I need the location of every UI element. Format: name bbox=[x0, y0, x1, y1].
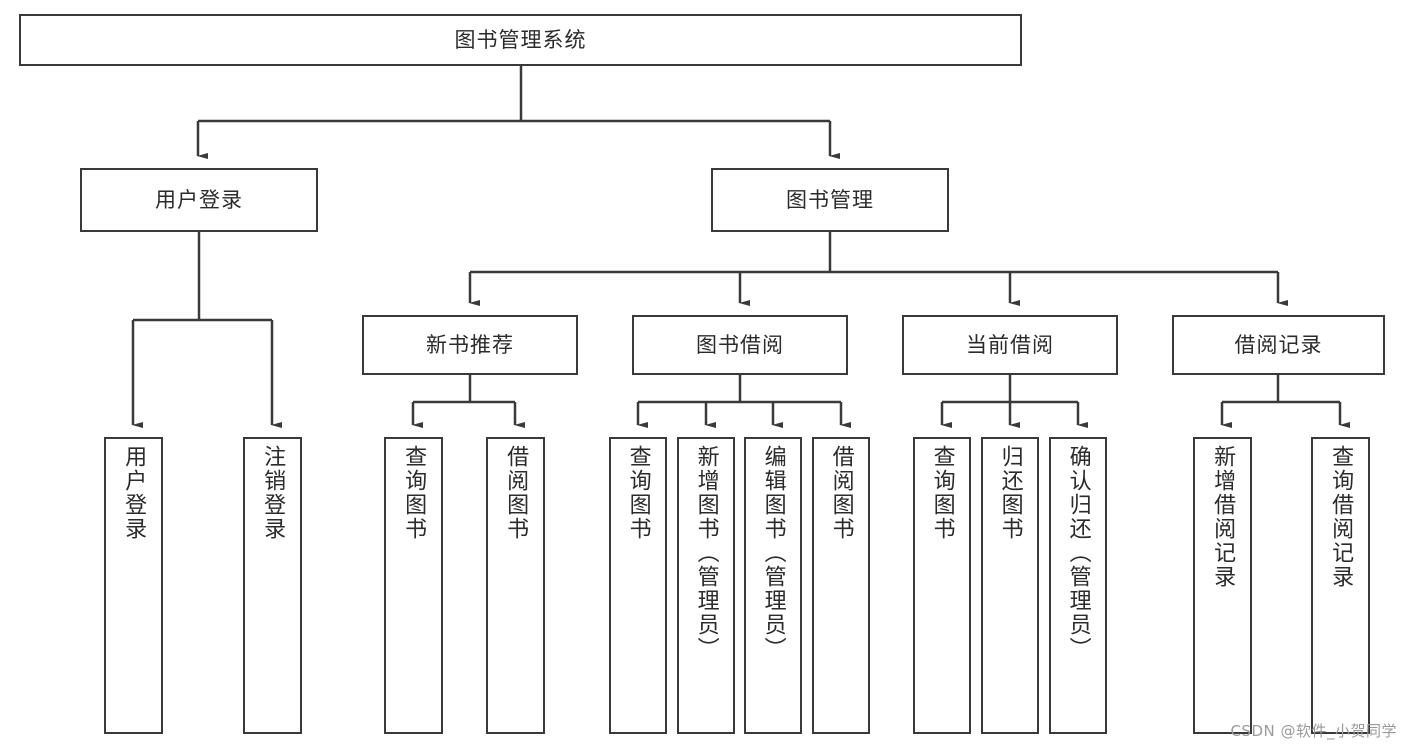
node-label: 用户登录 bbox=[121, 445, 147, 541]
node-label: 借阅记录 bbox=[1234, 332, 1323, 357]
leaf-return-book[interactable]: 归还图书 bbox=[981, 437, 1039, 734]
leaf-query-book-current[interactable]: 查询图书 bbox=[913, 437, 971, 734]
node-new-book-recommend[interactable]: 新书推荐 bbox=[362, 315, 578, 375]
leaf-query-borrow-record[interactable]: 查询借阅记录 bbox=[1311, 437, 1370, 734]
node-label: 归还图书 bbox=[997, 445, 1023, 541]
leaf-borrow-book-recommend[interactable]: 借阅图书 bbox=[486, 437, 545, 734]
leaf-logout[interactable]: 注销登录 bbox=[243, 437, 302, 734]
watermark: CSDN @软件_小贺同学 bbox=[1230, 722, 1397, 740]
node-label: 注销登录 bbox=[260, 445, 286, 541]
leaf-add-book-admin[interactable]: 新增图书（管理员） bbox=[677, 437, 735, 734]
node-borrow-record[interactable]: 借阅记录 bbox=[1172, 315, 1385, 375]
leaf-query-book-borrow[interactable]: 查询图书 bbox=[609, 437, 667, 734]
leaf-edit-book-admin[interactable]: 编辑图书（管理员） bbox=[744, 437, 802, 734]
node-book-borrow[interactable]: 图书借阅 bbox=[632, 315, 848, 375]
node-label: 借阅图书 bbox=[503, 445, 529, 541]
node-root-system[interactable]: 图书管理系统 bbox=[19, 14, 1022, 66]
node-label: 用户登录 bbox=[155, 187, 243, 212]
node-label: 查询借阅记录 bbox=[1328, 445, 1354, 589]
leaf-user-login[interactable]: 用户登录 bbox=[104, 437, 163, 734]
node-label: 图书管理系统 bbox=[454, 27, 587, 52]
node-user-login[interactable]: 用户登录 bbox=[80, 168, 318, 232]
node-label: 查询图书 bbox=[929, 445, 955, 541]
node-label: 查询图书 bbox=[625, 445, 651, 541]
node-label: 编辑图书（管理员） bbox=[760, 445, 786, 661]
node-label: 查询图书 bbox=[401, 445, 427, 541]
leaf-borrow-book[interactable]: 借阅图书 bbox=[812, 437, 870, 734]
node-label: 新增图书（管理员） bbox=[693, 445, 719, 661]
node-label: 新增借阅记录 bbox=[1210, 445, 1236, 589]
node-current-borrow[interactable]: 当前借阅 bbox=[902, 315, 1118, 375]
node-label: 图书借阅 bbox=[696, 332, 784, 357]
leaf-query-book-recommend[interactable]: 查询图书 bbox=[384, 437, 443, 734]
node-book-management[interactable]: 图书管理 bbox=[711, 168, 949, 232]
node-label: 确认归还（管理员） bbox=[1065, 445, 1091, 661]
node-label: 图书管理 bbox=[786, 187, 874, 212]
node-label: 当前借阅 bbox=[966, 332, 1054, 357]
node-label: 借阅图书 bbox=[828, 445, 854, 541]
leaf-confirm-return-admin[interactable]: 确认归还（管理员） bbox=[1049, 437, 1107, 734]
leaf-add-borrow-record[interactable]: 新增借阅记录 bbox=[1193, 437, 1252, 734]
node-label: 新书推荐 bbox=[426, 332, 514, 357]
